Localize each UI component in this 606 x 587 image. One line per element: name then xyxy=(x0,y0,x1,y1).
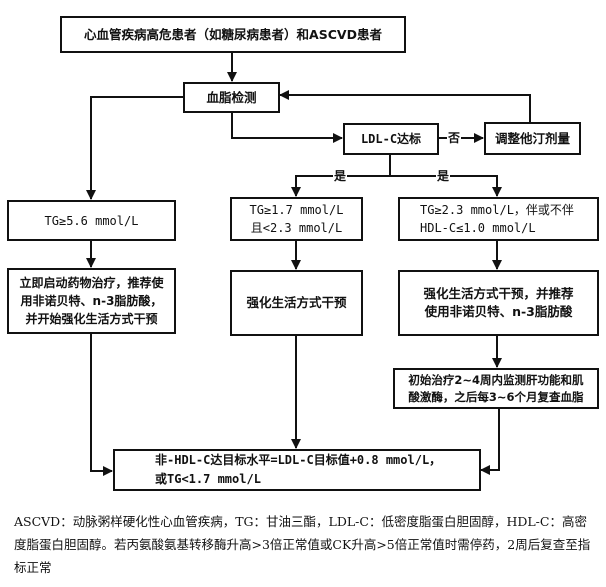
node-tg-high: TG≥5.6 mmol/L xyxy=(7,200,176,241)
arrow-monitor-to-goal xyxy=(480,408,500,475)
edge-label-yes-right: 是 xyxy=(436,169,451,183)
node-action-high-text: 立即启动药物治疗，推荐使 用非诺贝特、n-3脂肪酸， 并开始强化生活方式干预 xyxy=(19,276,164,326)
node-action-mid: 强化生活方式干预 xyxy=(230,270,363,336)
node-tg-upper-text: TG≥2.3 mmol/L，伴或不伴 HDL-C≤1.0 mmol/L xyxy=(420,203,574,235)
figure-caption: ASCVD：动脉粥样硬化性心血管疾病，TG：甘油三酯，LDL-C：低密度脂蛋白胆… xyxy=(14,514,591,575)
node-tg-mid-text: TG≥1.7 mmol/L 且<2.3 mmol/L xyxy=(249,203,344,235)
node-start: 心血管疾病高危患者（如糖尿病患者）和ASCVD患者 xyxy=(60,16,406,53)
node-monitor-text: 初始治疗2~4周内监测肝功能和肌 酸激酶，之后每3~6个月复查血脂 xyxy=(408,372,584,404)
node-action-upper: 强化生活方式干预，并推荐 使用非诺贝特、n-3脂肪酸 xyxy=(398,270,599,336)
node-goal-text: 非-HDL-C达目标水平=LDL-C目标值+0.8 mmol/L， 或TG<1.… xyxy=(155,453,442,486)
node-lipid-test-text: 血脂检测 xyxy=(206,89,257,105)
arrow-lipid-test-to-ldl-target xyxy=(231,112,343,143)
node-action-high: 立即启动药物治疗，推荐使 用非诺贝特、n-3脂肪酸， 并开始强化生活方式干预 xyxy=(7,268,176,334)
node-ldl-target-text: LDL-C达标 xyxy=(360,132,422,146)
node-start-text: 心血管疾病高危患者（如糖尿病患者）和ASCVD患者 xyxy=(84,26,382,42)
arrow-lipid-test-to-tg-high xyxy=(86,96,183,200)
node-action-upper-text: 强化生活方式干预，并推荐 使用非诺贝特、n-3脂肪酸 xyxy=(423,286,574,319)
arrow-action-high-to-goal xyxy=(90,333,113,476)
node-action-mid-text: 强化生活方式干预 xyxy=(246,295,347,310)
node-adjust-statin-text: 调整他汀剂量 xyxy=(494,130,570,146)
node-monitor: 初始治疗2~4周内监测肝功能和肌 酸激酶，之后每3~6个月复查血脂 xyxy=(393,368,599,409)
node-lipid-test: 血脂检测 xyxy=(183,82,280,113)
node-adjust-statin: 调整他汀剂量 xyxy=(484,122,581,155)
edge-label-no: 否 xyxy=(447,131,462,145)
node-goal: 非-HDL-C达目标水平=LDL-C目标值+0.8 mmol/L， 或TG<1.… xyxy=(113,449,481,491)
node-tg-mid: TG≥1.7 mmol/L 且<2.3 mmol/L xyxy=(230,197,363,241)
arrow-yes-to-tg-upper xyxy=(390,175,502,197)
node-tg-upper: TG≥2.3 mmol/L，伴或不伴 HDL-C≤1.0 mmol/L xyxy=(398,197,599,241)
node-ldl-target: LDL-C达标 xyxy=(343,123,439,155)
node-tg-high-text: TG≥5.6 mmol/L xyxy=(44,213,139,228)
arrow-yes-to-tg-mid xyxy=(291,175,390,197)
edge-label-yes-left: 是 xyxy=(333,169,348,183)
arrow-adjust-to-lipid-test xyxy=(279,90,531,122)
